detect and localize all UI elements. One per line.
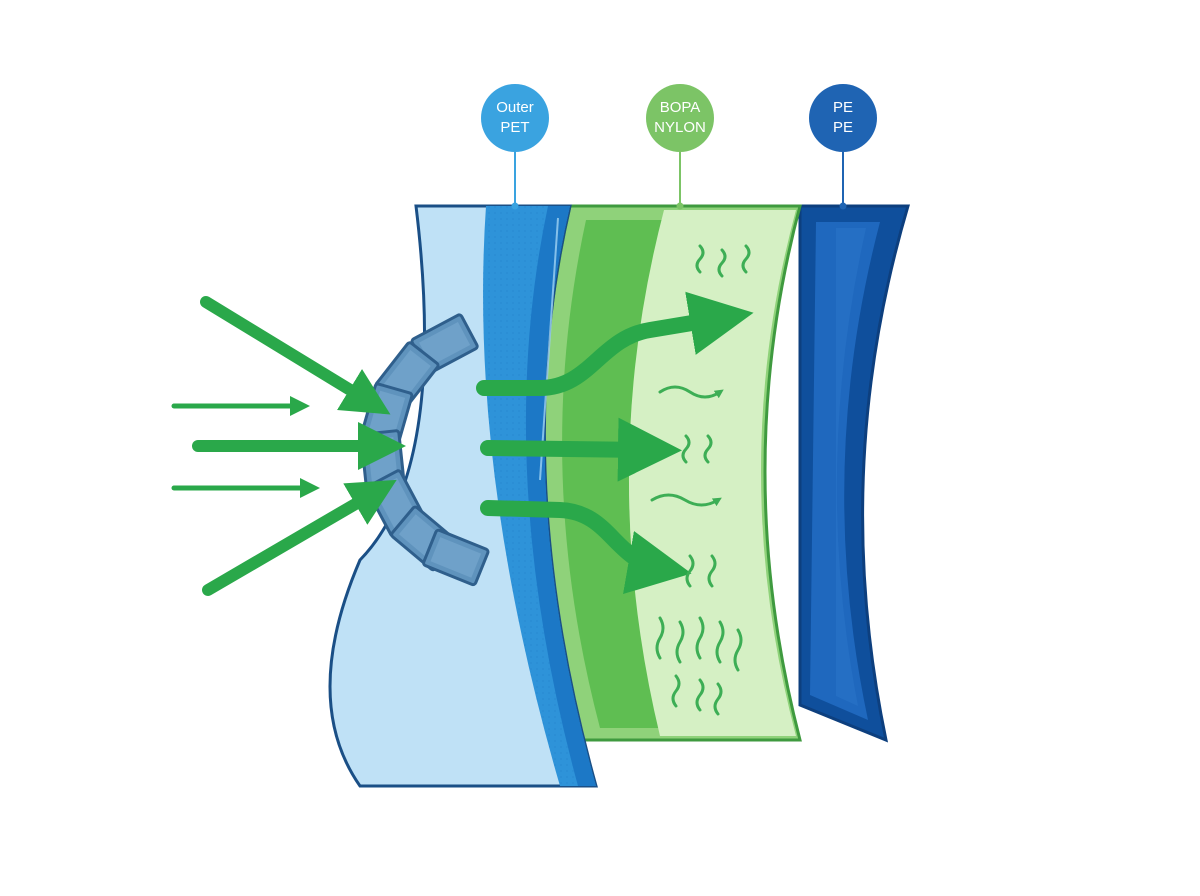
wave-icon <box>681 434 691 464</box>
bopa-nylon-layer <box>540 204 802 742</box>
wave-icon <box>733 628 743 672</box>
pe-layer <box>798 204 911 743</box>
wave-icon <box>671 674 681 708</box>
wave-icon <box>685 554 695 588</box>
label-line2: PET <box>500 119 529 136</box>
wave-icon <box>655 616 665 660</box>
shield-tile-face <box>430 537 482 578</box>
shield-tiles <box>359 313 490 587</box>
through-arrows <box>476 291 754 595</box>
label-line2: PE <box>833 119 853 136</box>
label-outer-pet: Outer PET <box>481 84 549 210</box>
wave-icon <box>650 493 722 507</box>
arrow-icon <box>480 417 682 482</box>
label-line1: Outer <box>496 99 534 116</box>
label-circle <box>646 84 714 152</box>
arrow-icon <box>476 291 754 396</box>
label-circle <box>809 84 877 152</box>
label-line1: PE <box>833 99 853 116</box>
wave-icon <box>703 434 713 464</box>
incoming-arrows <box>171 296 406 596</box>
arrow-icon <box>200 296 391 415</box>
arrow-icon <box>480 500 692 595</box>
wave-icon <box>707 554 717 588</box>
molecule-waves <box>650 244 751 716</box>
wave-icon <box>695 244 705 274</box>
wave-icon <box>717 248 727 278</box>
shield-tile-face <box>419 322 471 366</box>
layer-labels: Outer PET BOPA NYLON PE PE <box>481 84 877 210</box>
label-line1: BOPA <box>660 99 701 116</box>
wave-icon <box>675 620 685 664</box>
wave-icon <box>695 678 705 712</box>
wave-icon <box>658 385 724 399</box>
label-bopa-nylon: BOPA NYLON <box>646 84 714 210</box>
pet-layer <box>328 204 598 788</box>
wave-icon <box>713 682 723 716</box>
label-circle <box>481 84 549 152</box>
label-line2: NYLON <box>654 119 706 136</box>
label-pe: PE PE <box>809 84 877 210</box>
arrow-icon <box>202 479 397 596</box>
wave-icon <box>695 616 705 660</box>
wave-icon <box>741 244 751 274</box>
wave-icon <box>715 620 725 664</box>
